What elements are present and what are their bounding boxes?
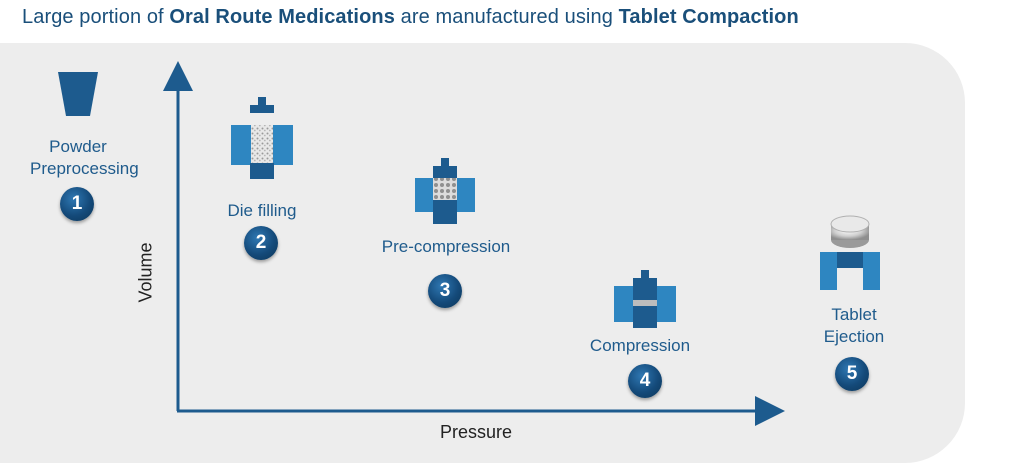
step-3-badge: 3 (428, 274, 462, 308)
step-4-badge: 4 (628, 364, 662, 398)
step-3-label: Pre-compression (381, 237, 511, 256)
y-axis-label: Volume (135, 242, 156, 303)
x-axis-label: Pressure (440, 422, 513, 442)
step-5-label: Tablet Ejection (823, 305, 885, 346)
step-2-label: Die filling (227, 201, 297, 220)
pre-compression-icon (415, 158, 475, 224)
tablet-ejection-icon (820, 215, 880, 290)
die-filling-icon (231, 97, 293, 179)
step-1-badge: 1 (60, 187, 94, 221)
diagram-panel (0, 43, 965, 463)
step-4-label: Compression (589, 336, 691, 355)
step-1-label: Powder Preprocessing (30, 137, 139, 178)
compression-icon (614, 270, 676, 328)
page-title: Large portion of Oral Route Medications … (22, 6, 799, 28)
step-2-badge: 2 (244, 226, 278, 260)
hopper-icon (58, 72, 98, 116)
step-5-badge: 5 (835, 357, 869, 391)
